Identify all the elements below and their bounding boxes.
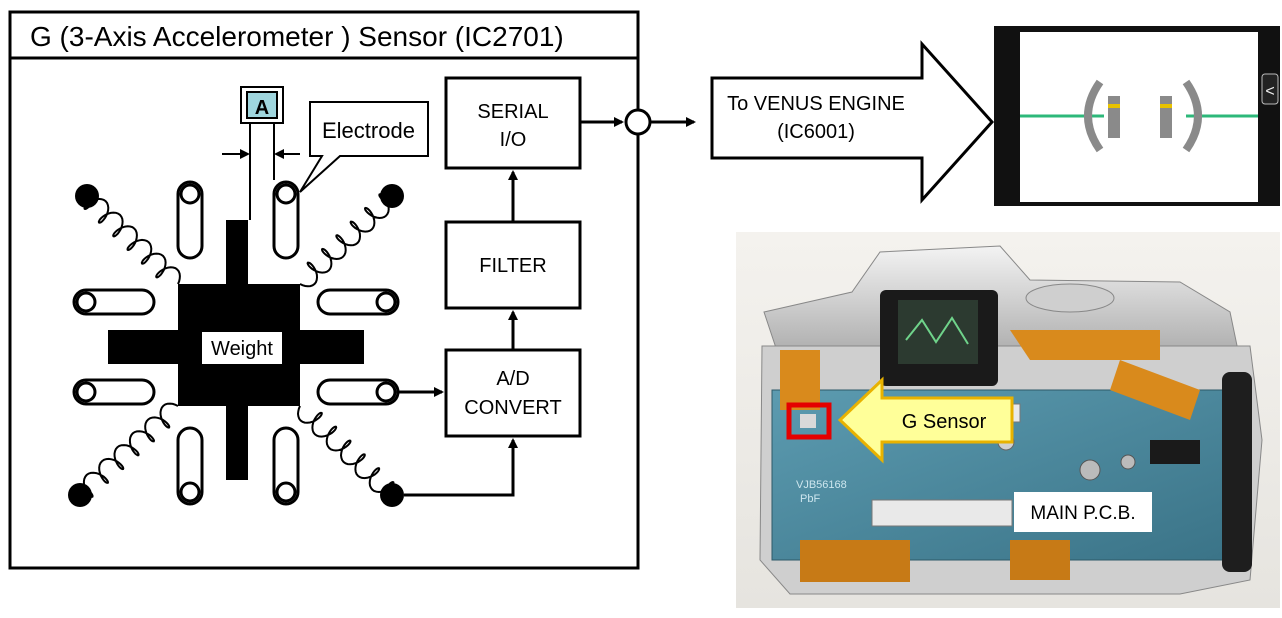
- viewfinder-glass: [898, 300, 978, 364]
- ad-convert-block: [446, 350, 580, 436]
- level-bar-left: [1108, 96, 1120, 138]
- component-3: [1121, 455, 1135, 469]
- venus-engine-label-line2: (IC6001): [777, 121, 855, 143]
- sensor-box-title: G (3-Axis Accelerometer ) Sensor (IC2701…: [30, 21, 564, 52]
- electrode-bottom-right: [274, 428, 298, 504]
- ad-convert-label-line2: CONVERT: [464, 397, 561, 419]
- marker-a-label: A: [255, 97, 269, 119]
- level-indicator-right: [1160, 104, 1172, 108]
- serial-io-label-line1: SERIAL: [477, 101, 548, 123]
- anchor-bottom-left: [68, 483, 92, 507]
- flex-cable-4: [800, 540, 910, 582]
- display-side-tab-glyph: <: [1265, 83, 1274, 100]
- connector-3: [1150, 440, 1200, 464]
- level-indicator-left: [1108, 104, 1120, 108]
- camera-grip-edge: [1222, 372, 1252, 572]
- electrode-top-right: [274, 182, 298, 258]
- component-2: [1080, 460, 1100, 480]
- electrode-right-top: [318, 290, 398, 314]
- mode-dial: [1026, 284, 1114, 312]
- anchor-top-right: [380, 184, 404, 208]
- electrode-left-top: [74, 290, 154, 314]
- output-port: [626, 110, 650, 134]
- flex-cable-5: [1010, 540, 1070, 580]
- electrode-bottom-left: [178, 428, 202, 504]
- flex-cable-3: [780, 350, 820, 410]
- g-sensor-label: G Sensor: [902, 411, 987, 433]
- level-display: <: [994, 26, 1280, 206]
- connector-1: [872, 500, 1012, 526]
- electrode-label: Electrode: [322, 118, 415, 143]
- camera-photo: VJB56168 PbF G Sensor MAIN P.C.B.: [736, 232, 1280, 608]
- electrode-right-bottom: [318, 380, 398, 404]
- flex-cable-1: [1010, 330, 1160, 360]
- venus-engine-arrow: To VENUS ENGINE (IC6001): [712, 44, 992, 200]
- weight-label: Weight: [211, 338, 273, 360]
- anchor-top-left: [75, 184, 99, 208]
- filter-label: FILTER: [479, 255, 546, 277]
- electrode-top-left: [178, 182, 202, 258]
- board-print-2: PbF: [800, 493, 820, 505]
- anchor-bottom-right: [380, 483, 404, 507]
- ad-convert-label-line1: A/D: [496, 368, 529, 390]
- level-bar-right: [1160, 96, 1172, 138]
- board-print: VJB56168: [796, 479, 847, 491]
- main-pcb-label: MAIN P.C.B.: [1030, 503, 1135, 524]
- serial-io-block: [446, 78, 580, 168]
- serial-io-label-line2: I/O: [500, 129, 527, 151]
- electrode-left-bottom: [74, 380, 154, 404]
- g-sensor-chip: [800, 414, 816, 428]
- venus-engine-label-line1: To VENUS ENGINE: [727, 93, 905, 115]
